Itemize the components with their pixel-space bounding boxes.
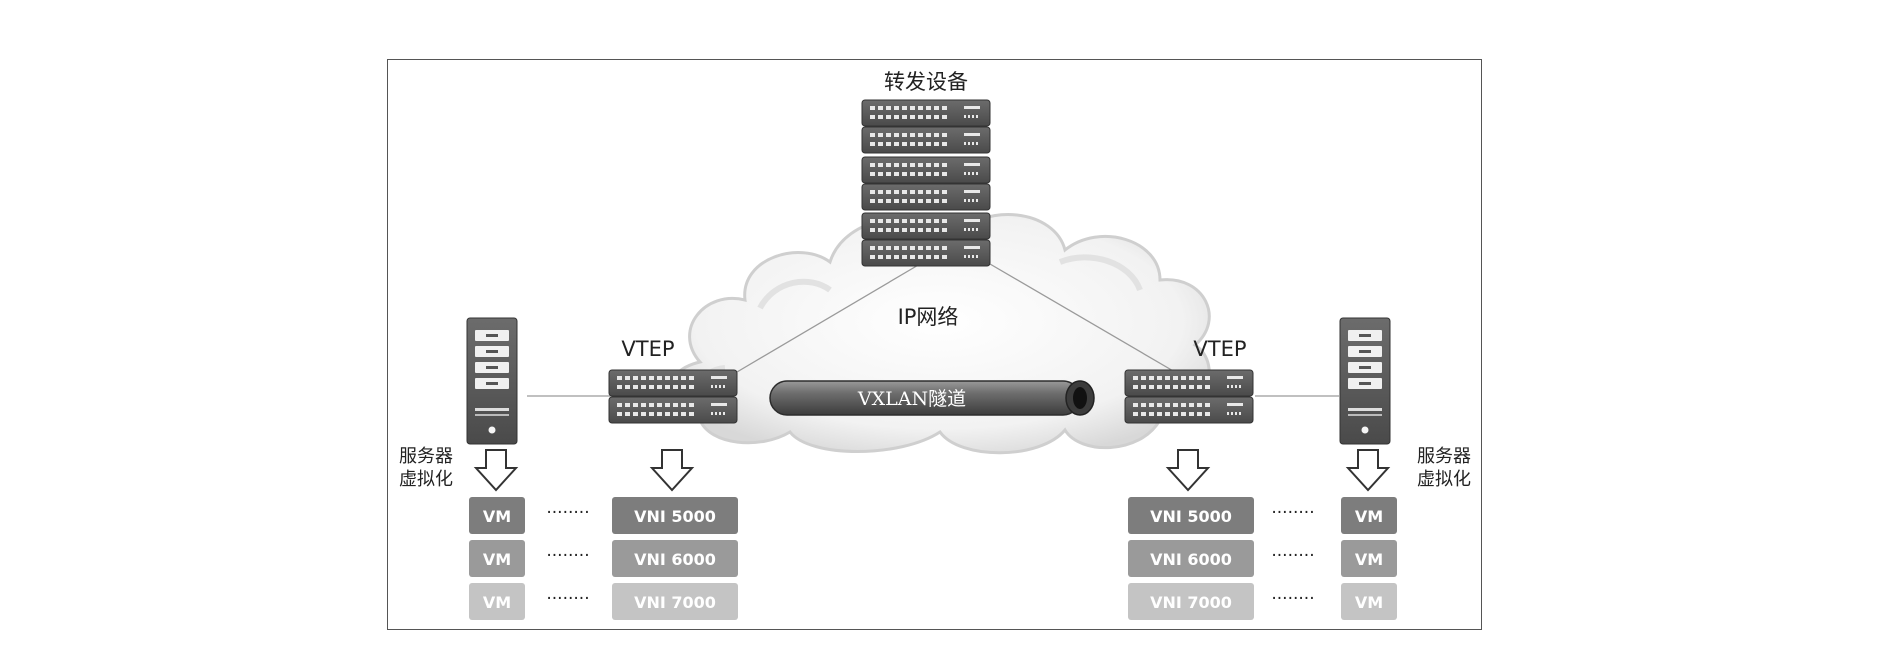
tunnel-label: VXLAN隧道 [857, 388, 966, 410]
right-vm-box-1: VM [1341, 497, 1397, 534]
vni-label: VNI 6000 [1150, 550, 1232, 569]
left-server-label-line2: 虚拟化 [399, 469, 453, 490]
right-vm-arrow [1347, 449, 1389, 491]
left-vtep-label: VTEP [621, 337, 674, 361]
right-vtep-label: VTEP [1193, 337, 1246, 361]
right-vni-box-3: VNI 7000 [1128, 583, 1254, 620]
left-vni-arrow [651, 449, 693, 491]
right-vni-box-1: VNI 5000 [1128, 497, 1254, 534]
cloud-label: IP网络 [898, 305, 959, 329]
vni-label: VNI 6000 [634, 550, 716, 569]
forwarding-device-stack [861, 99, 991, 267]
left-server-label-line1: 服务器 [399, 446, 453, 467]
vxlan-tunnel [769, 380, 1095, 416]
left-vm-arrow [475, 449, 517, 491]
left-dots-1: ········ [546, 503, 589, 523]
right-vtep-switch [1124, 369, 1254, 424]
left-vm-box-1: VM [469, 497, 525, 534]
left-vm-box-2: VM [469, 540, 525, 577]
vm-label: VM [1355, 593, 1383, 612]
vm-label: VM [483, 550, 511, 569]
connection-lines [527, 263, 1339, 397]
right-dots-2: ········ [1271, 546, 1314, 566]
vni-label: VNI 7000 [634, 593, 716, 612]
right-vni-arrow [1167, 449, 1209, 491]
right-vni-box-2: VNI 6000 [1128, 540, 1254, 577]
right-server-tower [1339, 317, 1391, 445]
left-dots-2: ········ [546, 546, 589, 566]
top-device-label: 转发设备 [884, 70, 968, 94]
vm-label: VM [1355, 507, 1383, 526]
left-server-tower [466, 317, 518, 445]
left-vtep-switch [608, 369, 738, 424]
right-vm-box-3: VM [1341, 583, 1397, 620]
right-server-label-line1: 服务器 [1417, 446, 1471, 467]
right-vm-box-2: VM [1341, 540, 1397, 577]
left-vni-box-2: VNI 6000 [612, 540, 738, 577]
vm-label: VM [1355, 550, 1383, 569]
vni-label: VNI 5000 [1150, 507, 1232, 526]
right-dots-3: ········ [1271, 589, 1314, 609]
vm-label: VM [483, 507, 511, 526]
vm-label: VM [483, 593, 511, 612]
left-vm-box-3: VM [469, 583, 525, 620]
left-vni-box-3: VNI 7000 [612, 583, 738, 620]
right-dots-1: ········ [1271, 503, 1314, 523]
vni-label: VNI 7000 [1150, 593, 1232, 612]
right-server-label-line2: 虚拟化 [1417, 469, 1471, 490]
vni-label: VNI 5000 [634, 507, 716, 526]
left-dots-3: ········ [546, 589, 589, 609]
left-vni-box-1: VNI 5000 [612, 497, 738, 534]
